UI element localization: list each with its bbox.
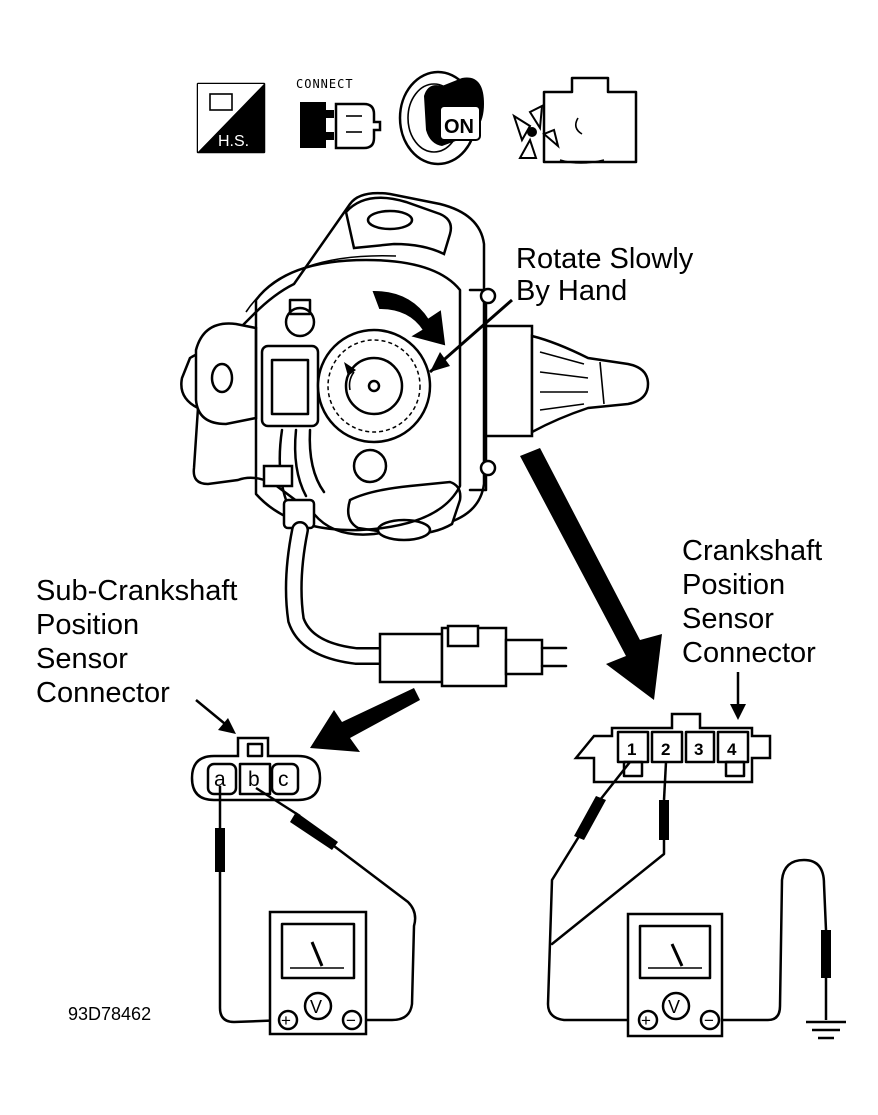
right-test-leads xyxy=(546,761,831,1022)
hs-label: H.S. xyxy=(218,133,249,150)
arrow-to-crank-connector xyxy=(520,448,662,700)
sub-label-line1: Sub-Crankshaft xyxy=(36,575,238,607)
high-speed-icon: H.S. xyxy=(196,82,266,154)
crank-label-line2: Position xyxy=(682,569,785,601)
crank-pin-3: 3 xyxy=(694,740,703,759)
crank-label-line1: Crankshaft xyxy=(682,535,822,567)
crank-label-pointer xyxy=(730,704,746,720)
engine-fan-icon xyxy=(512,76,638,164)
right-meter-minus: − xyxy=(704,1011,714,1030)
connect-label: CONNECT xyxy=(296,77,354,91)
sensor-housing xyxy=(180,191,650,542)
inline-connector xyxy=(378,624,568,688)
ignition-on-icon: ON xyxy=(398,70,484,166)
crank-pin-1: 1 xyxy=(627,740,636,759)
crank-label-line4: Connector xyxy=(682,637,816,669)
sub-pin-a: a xyxy=(214,768,226,791)
left-voltmeter: + V − xyxy=(268,910,368,1036)
right-voltmeter: + V − xyxy=(626,912,724,1038)
connect-icon: CONNECT xyxy=(296,77,382,150)
rotate-label-line2: By Hand xyxy=(516,275,627,307)
left-meter-plus: + xyxy=(281,1011,291,1030)
on-label: ON xyxy=(444,116,474,138)
sub-label-line3: Sensor xyxy=(36,643,128,675)
left-meter-minus: − xyxy=(346,1011,356,1030)
arrow-to-sub-connector xyxy=(310,688,420,752)
sub-label-line2: Position xyxy=(36,609,139,641)
sub-pin-b: b xyxy=(248,768,260,791)
sub-label-line4: Connector xyxy=(36,677,170,709)
rotation-arrow xyxy=(372,290,446,346)
crank-sensor-connector: 1 2 3 4 xyxy=(573,712,772,784)
sub-label-pointer xyxy=(218,718,236,734)
left-test-leads xyxy=(215,786,417,1024)
figure-code: 93D78462 xyxy=(68,1004,151,1024)
right-meter-volt: V xyxy=(668,997,680,1017)
right-meter-plus: + xyxy=(641,1011,651,1030)
crank-label-line3: Sensor xyxy=(682,603,774,635)
crank-pin-4: 4 xyxy=(727,740,737,759)
crank-pin-2: 2 xyxy=(661,740,670,759)
rotate-label-line1: Rotate Slowly xyxy=(516,243,694,275)
sub-sensor-connector: a b c xyxy=(190,736,322,802)
ground-symbol xyxy=(806,1020,846,1040)
sub-pin-c: c xyxy=(278,768,289,791)
left-meter-volt: V xyxy=(310,997,322,1017)
